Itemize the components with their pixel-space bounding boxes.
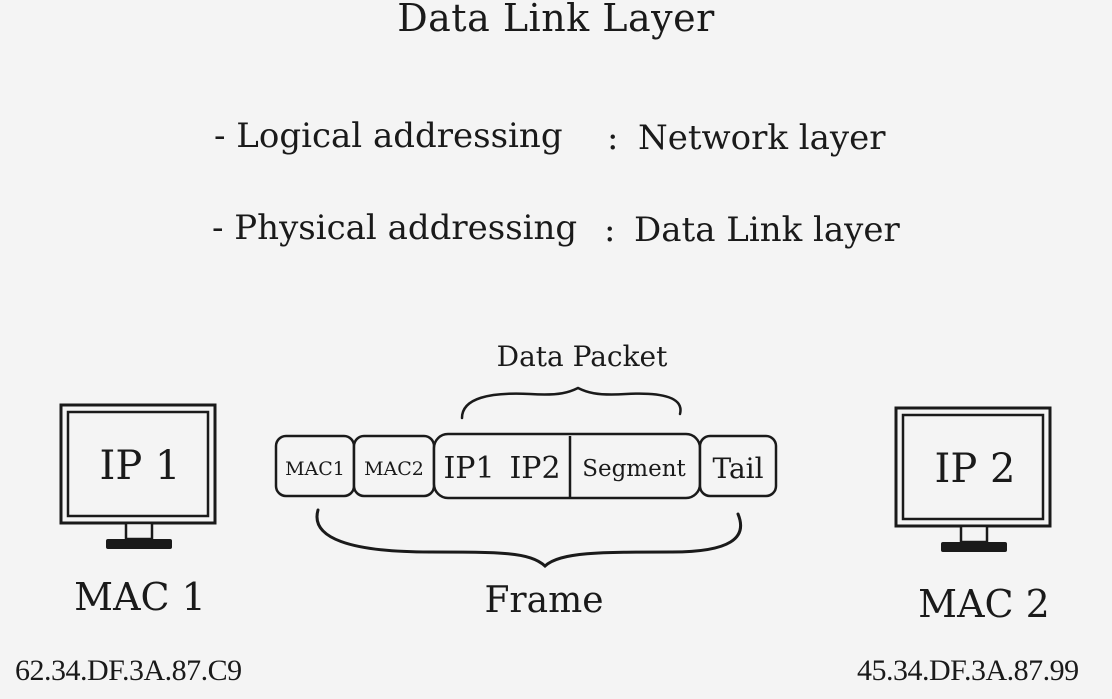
left-mac-label: MAC 1: [74, 575, 206, 619]
right-computer-icon: IP 2: [894, 406, 1052, 552]
separator-colon: :: [604, 210, 616, 250]
frame-fields: MAC1 MAC2 IP1 IP2 Segment Tail: [274, 432, 778, 500]
frame-field-tail: [698, 434, 778, 498]
right-screen-label: IP 2: [935, 446, 1016, 492]
data-packet-label: Data Packet: [496, 340, 668, 373]
data-packet-brace: [460, 386, 682, 420]
left-computer-icon: IP 1: [59, 403, 217, 549]
field-mac1-text: MAC1: [285, 458, 345, 480]
right-mac-address: 45.34.DF.3A.87.99: [857, 654, 1079, 687]
network-layer-label: Network layer: [638, 118, 886, 158]
physical-addressing-label: - Physical addressing: [212, 208, 578, 248]
page-title: Data Link Layer: [397, 0, 715, 40]
field-segment-text: Segment: [582, 456, 686, 482]
frame-label: Frame: [484, 580, 604, 621]
field-tail-text: Tail: [712, 452, 763, 485]
field-ip1-text: IP1: [443, 451, 494, 486]
right-mac-label: MAC 2: [918, 582, 1050, 626]
frame-brace: [315, 508, 743, 569]
left-screen-label: IP 1: [100, 443, 181, 489]
field-ip2-text: IP2: [509, 451, 560, 486]
left-mac-address: 62.34.DF.3A.87.C9: [15, 654, 242, 687]
field-mac2-text: MAC2: [364, 458, 424, 480]
separator-colon: :: [607, 118, 619, 158]
logical-addressing-label: - Logical addressing: [214, 116, 563, 156]
data-link-layer-label: Data Link layer: [634, 210, 900, 250]
